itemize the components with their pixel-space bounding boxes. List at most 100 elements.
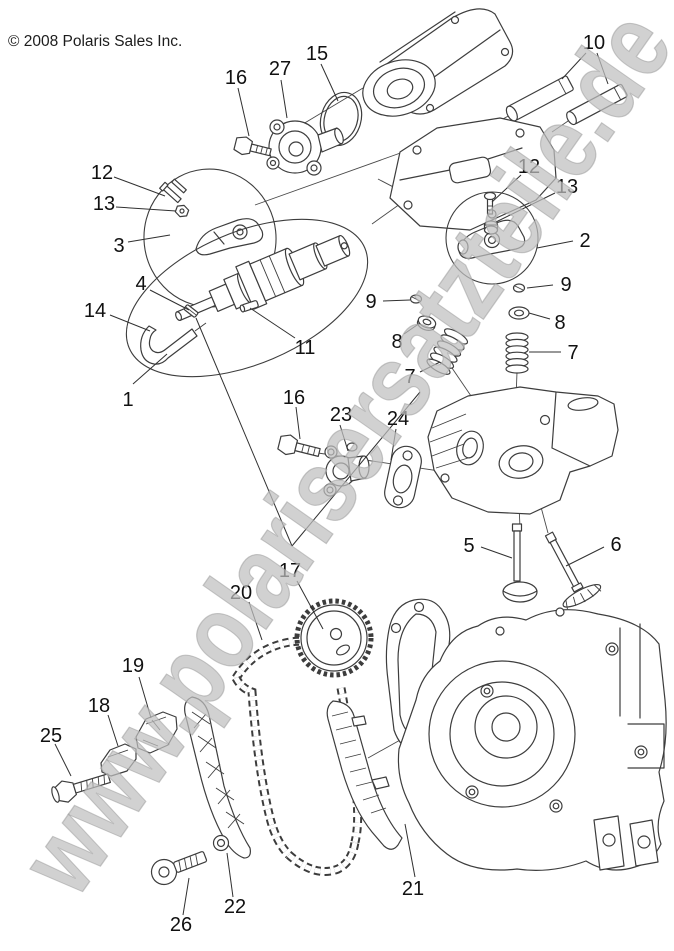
callout-24: 24 <box>387 408 409 430</box>
rocker-assembly-right <box>445 191 539 285</box>
valve-cover <box>362 8 514 117</box>
callout-11: 11 <box>295 337 316 359</box>
callout-leader-10-1 <box>596 52 609 85</box>
callout-15: 15 <box>306 43 328 65</box>
cam-sprocket <box>294 598 374 678</box>
head-cover <box>389 117 557 231</box>
callout-26: 26 <box>170 914 192 936</box>
callout-leader-2 <box>536 240 574 249</box>
decompression-arm <box>140 322 207 365</box>
callout-leader-14 <box>109 314 151 332</box>
dowel-pins <box>505 75 628 126</box>
callout-19: 19 <box>122 655 144 677</box>
callout-12-right: 12 <box>518 156 540 178</box>
callout-10: 10 <box>583 32 605 54</box>
camshaft <box>175 234 351 321</box>
callout-leader-13-left <box>115 206 177 212</box>
callout-leader-16-top <box>237 87 250 137</box>
callout-3: 3 <box>113 235 124 257</box>
callout-leader-21 <box>404 823 416 878</box>
callout-leader-6 <box>565 546 605 567</box>
callout-leader-18 <box>107 714 119 747</box>
callout-leader-17-1 <box>291 391 421 547</box>
callout-leader-13-right <box>495 192 556 223</box>
callout-16-top: 16 <box>225 67 247 89</box>
callout-leader-16-mid <box>295 406 301 440</box>
tensioner-pad-upper <box>135 711 178 754</box>
camshaft-assembly <box>125 218 369 378</box>
callout-leader-17-2 <box>296 580 324 630</box>
callout-leader-22 <box>226 852 234 898</box>
adjuster-nut-right <box>483 220 499 235</box>
callout-2: 2 <box>579 230 590 252</box>
callout-1: 1 <box>122 389 133 411</box>
callout-leader-25 <box>54 743 72 777</box>
spring-pin <box>183 304 199 318</box>
valve-keeper-right <box>512 283 526 293</box>
callout-leader-27 <box>280 79 288 119</box>
callout-6: 6 <box>610 534 621 556</box>
callout-17: 17 <box>279 560 301 582</box>
callout-leader-23 <box>339 424 349 452</box>
callout-9-left: 9 <box>365 291 376 313</box>
callout-27: 27 <box>269 58 291 80</box>
callout-18: 18 <box>88 695 110 717</box>
callout-20: 20 <box>230 582 252 604</box>
callout-leader-8-left <box>403 322 421 335</box>
intake-valve <box>502 523 538 603</box>
hex-bolt <box>51 773 111 803</box>
dowel-pin-small <box>239 300 259 313</box>
callout-leader-7-left <box>419 361 441 373</box>
callout-leader-9-right <box>526 284 554 289</box>
callout-13-left: 13 <box>93 193 115 215</box>
tensioner-blade <box>326 700 403 850</box>
callout-leader-10 <box>561 52 587 80</box>
valve-spring-right <box>505 332 529 374</box>
callout-9-right: 9 <box>560 274 571 296</box>
valve-keeper-left <box>409 294 423 304</box>
callout-8-left: 8 <box>391 331 402 353</box>
callout-13-right: 13 <box>556 176 578 198</box>
callout-leader-24 <box>390 428 397 461</box>
callout-4: 4 <box>135 273 146 295</box>
callout-leader-11 <box>249 307 296 339</box>
valve-spring-left <box>426 328 469 375</box>
callout-leader-26 <box>182 877 190 916</box>
tensioner-pad-lower <box>100 743 137 777</box>
callout-7-left: 7 <box>404 366 415 388</box>
callout-leader-17 <box>195 317 293 547</box>
chain-guide <box>184 696 251 859</box>
callout-21: 21 <box>402 878 424 900</box>
adjuster-nut-left <box>174 204 190 218</box>
flange-bolt-top <box>233 136 272 157</box>
callout-7-right: 7 <box>567 342 578 364</box>
callout-8-right: 8 <box>554 312 565 334</box>
callout-leader-12-right <box>491 174 522 203</box>
spring-seat-left <box>416 315 437 331</box>
callout-25: 25 <box>40 725 62 747</box>
flange-bolt-mid <box>277 434 321 458</box>
callout-22: 22 <box>224 896 246 918</box>
callout-12-left: 12 <box>91 162 113 184</box>
cylinder-head <box>427 386 619 515</box>
callout-14: 14 <box>84 300 106 322</box>
callout-16-mid: 16 <box>283 387 305 409</box>
pump-housing <box>266 119 344 176</box>
adjuster-screw-right <box>483 191 497 215</box>
adjuster-screws-left <box>159 178 187 204</box>
callout-leader-12-left <box>113 176 166 197</box>
exhaust-valve <box>544 531 602 610</box>
gasket-small <box>384 445 422 509</box>
callout-5: 5 <box>463 535 474 557</box>
callout-leader-5 <box>480 546 513 559</box>
socket-bolt <box>150 851 208 886</box>
callout-leader-15 <box>320 63 339 102</box>
callout-23: 23 <box>330 404 352 426</box>
callout-leader-19 <box>138 676 152 719</box>
callout-leader-3 <box>127 234 171 243</box>
callout-leader-1 <box>132 353 168 385</box>
callout-leader-4 <box>149 289 190 311</box>
